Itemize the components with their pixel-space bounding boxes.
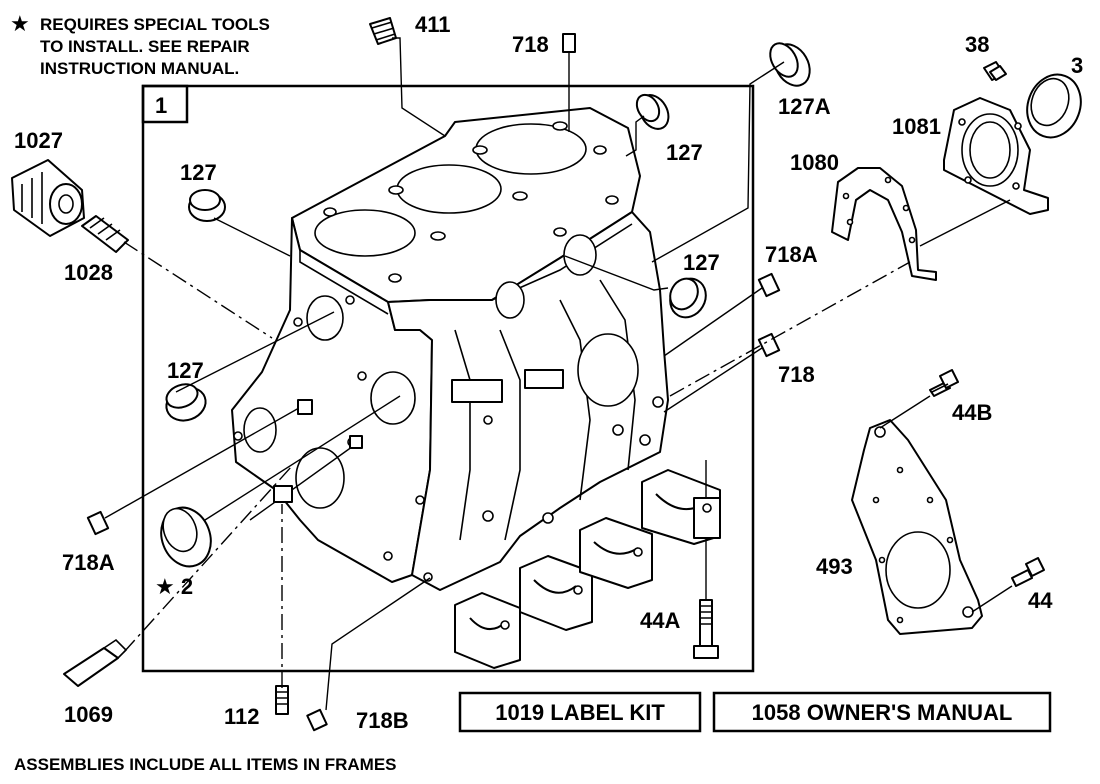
part-3-seal — [1026, 73, 1082, 139]
label-718A-left: 718A — [62, 550, 115, 575]
part-1028-nipple — [81, 215, 129, 253]
owners-manual-box: 1058 OWNER'S MANUAL — [712, 691, 1052, 733]
part-411-plug — [369, 17, 397, 45]
label-1069: 1069 — [64, 702, 113, 727]
part-1027-oil-filter — [11, 159, 85, 237]
dowel-block-left — [297, 399, 313, 415]
label-718B: 718B — [356, 708, 409, 733]
part-44-bolt — [1011, 557, 1045, 587]
label-493: 493 — [816, 554, 853, 579]
part-718-right-dowel — [757, 332, 781, 358]
frame-number: 1 — [155, 93, 167, 118]
part-1069-tool — [63, 638, 128, 687]
label-127-left-mid: 127 — [167, 358, 204, 383]
label-1080: 1080 — [790, 150, 839, 175]
part-2-seal — [160, 506, 212, 568]
leader-lines — [104, 37, 1013, 711]
part-44A-bolt — [693, 599, 719, 659]
dowel-block-mid — [349, 435, 363, 449]
label-kit-box: 1019 LABEL KIT — [458, 691, 702, 733]
assemblies-note: ASSEMBLIES INCLUDE ALL ITEMS IN FRAMES — [14, 755, 397, 774]
part-labels: 411 718 38 3 127A 127 1081 1027 127 1080… — [14, 12, 1083, 733]
note-line-2: TO INSTALL. SEE REPAIR — [40, 37, 250, 56]
label-44: 44 — [1028, 588, 1053, 613]
label-1081: 1081 — [892, 114, 941, 139]
cylinder-bore-3 — [314, 209, 416, 257]
frame-number-box — [141, 84, 189, 124]
dowel-near-112 — [273, 485, 293, 503]
special-tools-note: ★ REQUIRES SPECIAL TOOLS TO INSTALL. SEE… — [10, 11, 270, 78]
label-3: 3 — [1071, 53, 1083, 78]
assembly-frame — [141, 84, 755, 673]
note-line-3: INSTRUCTION MANUAL. — [40, 59, 239, 78]
main-bearing-caps — [454, 469, 721, 669]
part-127-plug-left — [188, 189, 226, 222]
label-44B: 44B — [952, 400, 992, 425]
label-2: ★ 2 — [155, 574, 193, 599]
part-718-top-dowel — [562, 33, 576, 53]
cylinder-bore-2 — [396, 164, 502, 214]
label-411: 411 — [415, 12, 451, 37]
cylinder-block — [231, 107, 669, 591]
label-718-right: 718 — [778, 362, 815, 387]
label-127A: 127A — [778, 94, 831, 119]
label-718A-right: 718A — [765, 242, 818, 267]
part-718A-left-dowel — [86, 510, 110, 536]
part-127-cup-left — [165, 383, 207, 422]
label-718-top: 718 — [512, 32, 549, 57]
label-1028: 1028 — [64, 260, 113, 285]
label-38: 38 — [965, 32, 989, 57]
label-1027: 1027 — [14, 128, 63, 153]
part-38-bolt — [983, 61, 1007, 81]
note-line-1: REQUIRES SPECIAL TOOLS — [40, 15, 270, 34]
label-127-mid-right: 127 — [683, 250, 720, 275]
part-493-plate — [851, 419, 983, 635]
label-127-left-top: 127 — [180, 160, 217, 185]
part-127-plug-mid — [669, 277, 707, 319]
label-kit-text: 1019 LABEL KIT — [495, 700, 665, 725]
part-1080-gasket — [831, 167, 937, 281]
part-112-stud — [275, 685, 289, 715]
label-112: 112 — [224, 704, 260, 729]
owners-manual-text: 1058 OWNER'S MANUAL — [752, 700, 1013, 725]
part-127A-plug — [769, 42, 811, 87]
part-44B-bolt — [929, 369, 959, 397]
part-718B-dowel — [306, 708, 328, 732]
part-718A-right-dowel — [757, 272, 781, 298]
part-127-plug-top — [635, 93, 670, 130]
part-1081-seal-retainer — [943, 97, 1049, 215]
star-icon: ★ — [10, 11, 30, 36]
label-44A: 44A — [640, 608, 680, 633]
label-127-top-right: 127 — [666, 140, 703, 165]
